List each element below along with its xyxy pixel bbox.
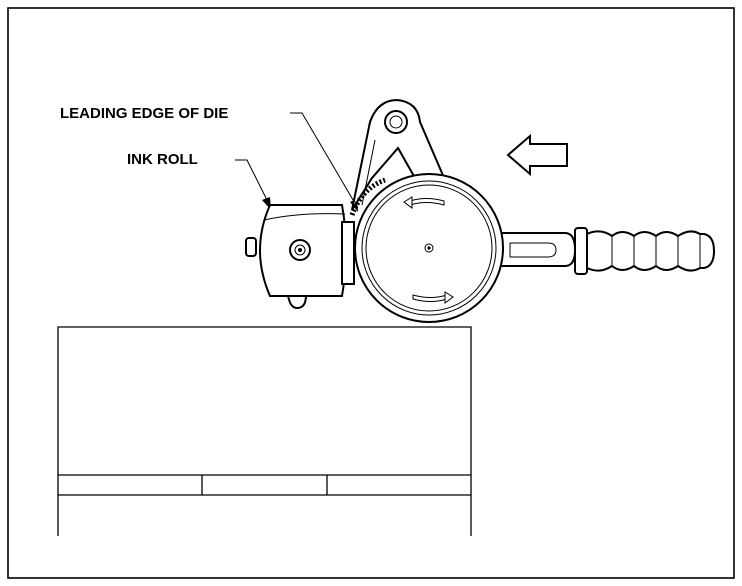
rotation-arrow-icon <box>403 196 445 209</box>
rotation-arrow-icon <box>412 291 454 304</box>
ink-roll <box>245 204 355 310</box>
roller-arm <box>351 98 447 211</box>
direction-arrow-icon <box>506 133 568 177</box>
die-roller <box>354 173 504 323</box>
ink-roll-leader <box>235 159 271 210</box>
leading-edge-leader <box>290 112 358 212</box>
base-block <box>57 326 472 536</box>
die-knurl <box>349 177 386 216</box>
figure-frame <box>7 7 735 579</box>
roller-handle <box>499 227 716 275</box>
leading-edge-label: LEADING EDGE OF DIE <box>60 105 228 122</box>
ink-roll-label: INK ROLL <box>127 151 198 168</box>
